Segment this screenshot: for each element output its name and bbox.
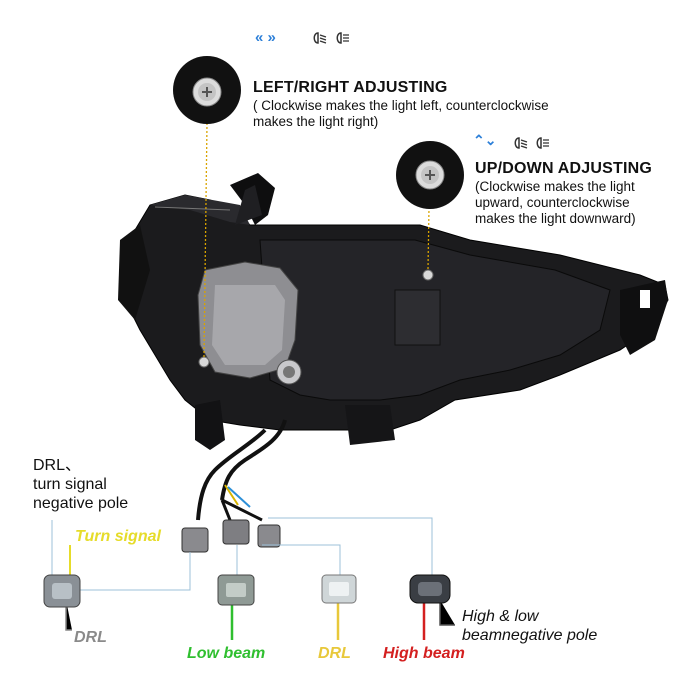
high-low-negative-line-1: High & low bbox=[462, 608, 539, 625]
drl-mid-label: DRL bbox=[318, 645, 351, 662]
lr-adjust-screw-closeup bbox=[173, 56, 241, 124]
high-low-negative-label: High & low beamnegative pole bbox=[462, 607, 597, 645]
lr-desc-line-2: makes the light right) bbox=[253, 114, 379, 129]
ud-adjust-title: UP/DOWN ADJUSTING bbox=[475, 160, 653, 177]
ud-adjust-description: (Clockwise makes the light upward, count… bbox=[475, 179, 690, 227]
low-beam-label: Low beam bbox=[187, 645, 266, 662]
ud-desc-line-2: upward, counterclockwise bbox=[475, 195, 630, 210]
drl-turn-negative-line-1: DRL、 bbox=[33, 457, 82, 474]
low-beam-icon bbox=[313, 32, 327, 44]
ud-adjust-screw-closeup bbox=[396, 141, 464, 209]
ud-desc-line-1: (Clockwise makes the light bbox=[475, 179, 635, 194]
drl-turn-negative-line-3: negative pole bbox=[33, 495, 129, 512]
high-beam-label: High beam bbox=[383, 645, 465, 662]
lr-adjust-description: ( Clockwise makes the light left, counte… bbox=[253, 98, 633, 130]
ud-desc-line-3: makes the light downward) bbox=[475, 211, 636, 226]
screw-icon bbox=[415, 160, 445, 190]
lr-adjust-title: LEFT/RIGHT ADJUSTING bbox=[253, 79, 448, 96]
lr-icon-row: « » bbox=[255, 29, 365, 49]
up-down-arrows-icon: ⌃⌄ bbox=[473, 132, 497, 148]
drl-turn-negative-label: DRL、 turn signal negative pole bbox=[33, 456, 193, 513]
screw-icon bbox=[192, 77, 222, 107]
drl-left-label: DRL bbox=[74, 629, 107, 646]
lr-desc-line-1: ( Clockwise makes the light left, counte… bbox=[253, 98, 549, 113]
left-right-arrows-icon: « » bbox=[255, 29, 276, 46]
drl-turn-negative-line-2: turn signal bbox=[33, 476, 107, 493]
high-beam-icon bbox=[536, 137, 549, 149]
low-beam-icon bbox=[514, 137, 528, 149]
ud-icon-row: ⌃⌄ bbox=[473, 132, 583, 154]
high-low-negative-line-2: beamnegative pole bbox=[462, 627, 598, 644]
high-beam-icon bbox=[336, 32, 349, 44]
turn-signal-label: Turn signal bbox=[75, 528, 161, 545]
